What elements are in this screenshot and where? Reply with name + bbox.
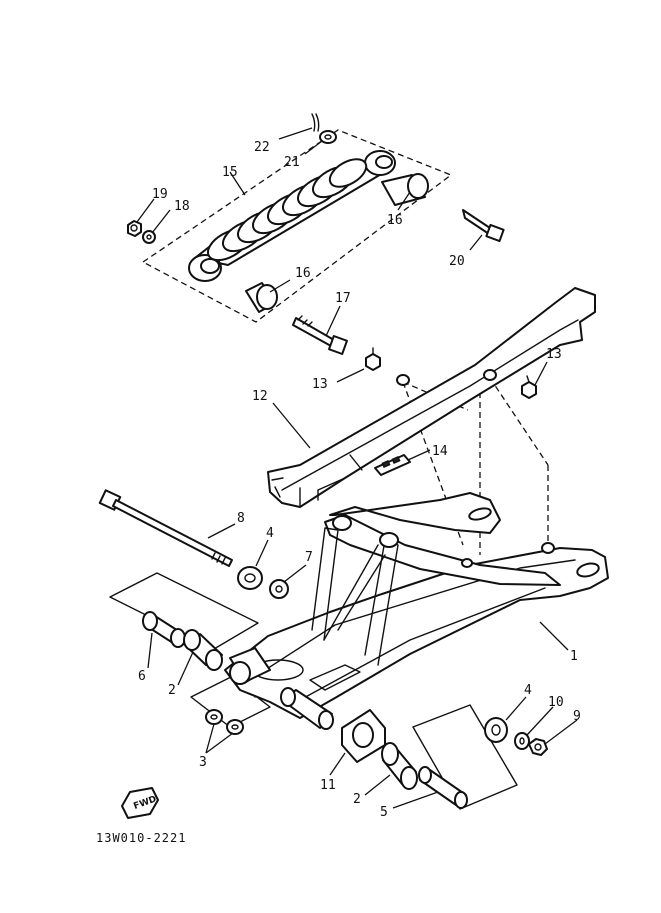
nut-13-right [521, 375, 537, 399]
callout-9: 9 [573, 709, 581, 724]
callout-13-right: 13 [546, 347, 562, 362]
cap-3-b [226, 719, 244, 735]
washer-18 [142, 230, 156, 244]
label-14 [374, 454, 411, 476]
callout-labels: 22 21 15 19 18 16 20 16 17 13 13 12 14 1… [138, 140, 581, 820]
callout-16-upper: 16 [387, 213, 403, 228]
callout-5: 5 [380, 805, 388, 820]
nut-9 [528, 738, 548, 756]
mount-guide-line-c [489, 377, 549, 466]
oil-seal-4-left [237, 566, 263, 590]
rear-arm-1 [224, 492, 609, 719]
washer-21 [319, 130, 337, 144]
shock-spring-coils [207, 158, 368, 262]
callout-4-right: 4 [524, 683, 532, 698]
collar-16-upper [381, 173, 429, 206]
bushing-5 [418, 766, 468, 809]
nut-13-left [365, 347, 381, 371]
callout-6: 6 [138, 669, 146, 684]
nut-19 [127, 220, 142, 237]
callout-18: 18 [174, 199, 190, 214]
callout-17: 17 [335, 291, 351, 306]
callout-15: 15 [222, 165, 238, 180]
callout-12: 12 [252, 389, 268, 404]
chain-case-12 [267, 287, 596, 508]
bushing-2-right [381, 742, 418, 790]
leader-lines [136, 127, 578, 809]
callout-7: 7 [305, 550, 313, 565]
callout-14-label: 14 [432, 444, 448, 459]
figure-code: 13W010-2221 [96, 831, 186, 845]
callout-13-left: 13 [312, 377, 328, 392]
rear-shock-absorber-15 [188, 150, 396, 282]
callout-2-right: 2 [353, 792, 361, 807]
chain-support-11 [341, 709, 386, 763]
callout-11: 11 [320, 778, 336, 793]
bushing-2-left [183, 629, 223, 671]
oil-seal-4-right [484, 717, 508, 743]
bolt-20 [462, 209, 505, 243]
cotter-pin-22 [311, 113, 320, 132]
bridge-bushing [280, 687, 334, 730]
callout-1: 1 [570, 649, 578, 664]
callout-8: 8 [237, 511, 245, 526]
thrust-cover-7 [269, 579, 289, 599]
callout-2-left: 2 [168, 683, 176, 698]
callout-21: 21 [284, 155, 300, 170]
callout-3: 3 [199, 755, 207, 770]
washer-10 [514, 732, 530, 750]
callout-10: 10 [548, 695, 564, 710]
bolt-17 [292, 315, 348, 355]
callout-4-left: 4 [266, 526, 274, 541]
callout-22: 22 [254, 140, 270, 155]
cap-3-a [205, 709, 223, 725]
callout-16-lower: 16 [295, 266, 311, 281]
callout-19: 19 [152, 187, 168, 202]
fwd-arrow-icon: FWD [121, 787, 159, 819]
callout-20: 20 [449, 254, 465, 269]
pivot-shaft-8 [98, 489, 233, 567]
shock-group-outline [141, 129, 453, 323]
bushing-6 [142, 611, 186, 648]
collar-16-lower [245, 282, 278, 313]
